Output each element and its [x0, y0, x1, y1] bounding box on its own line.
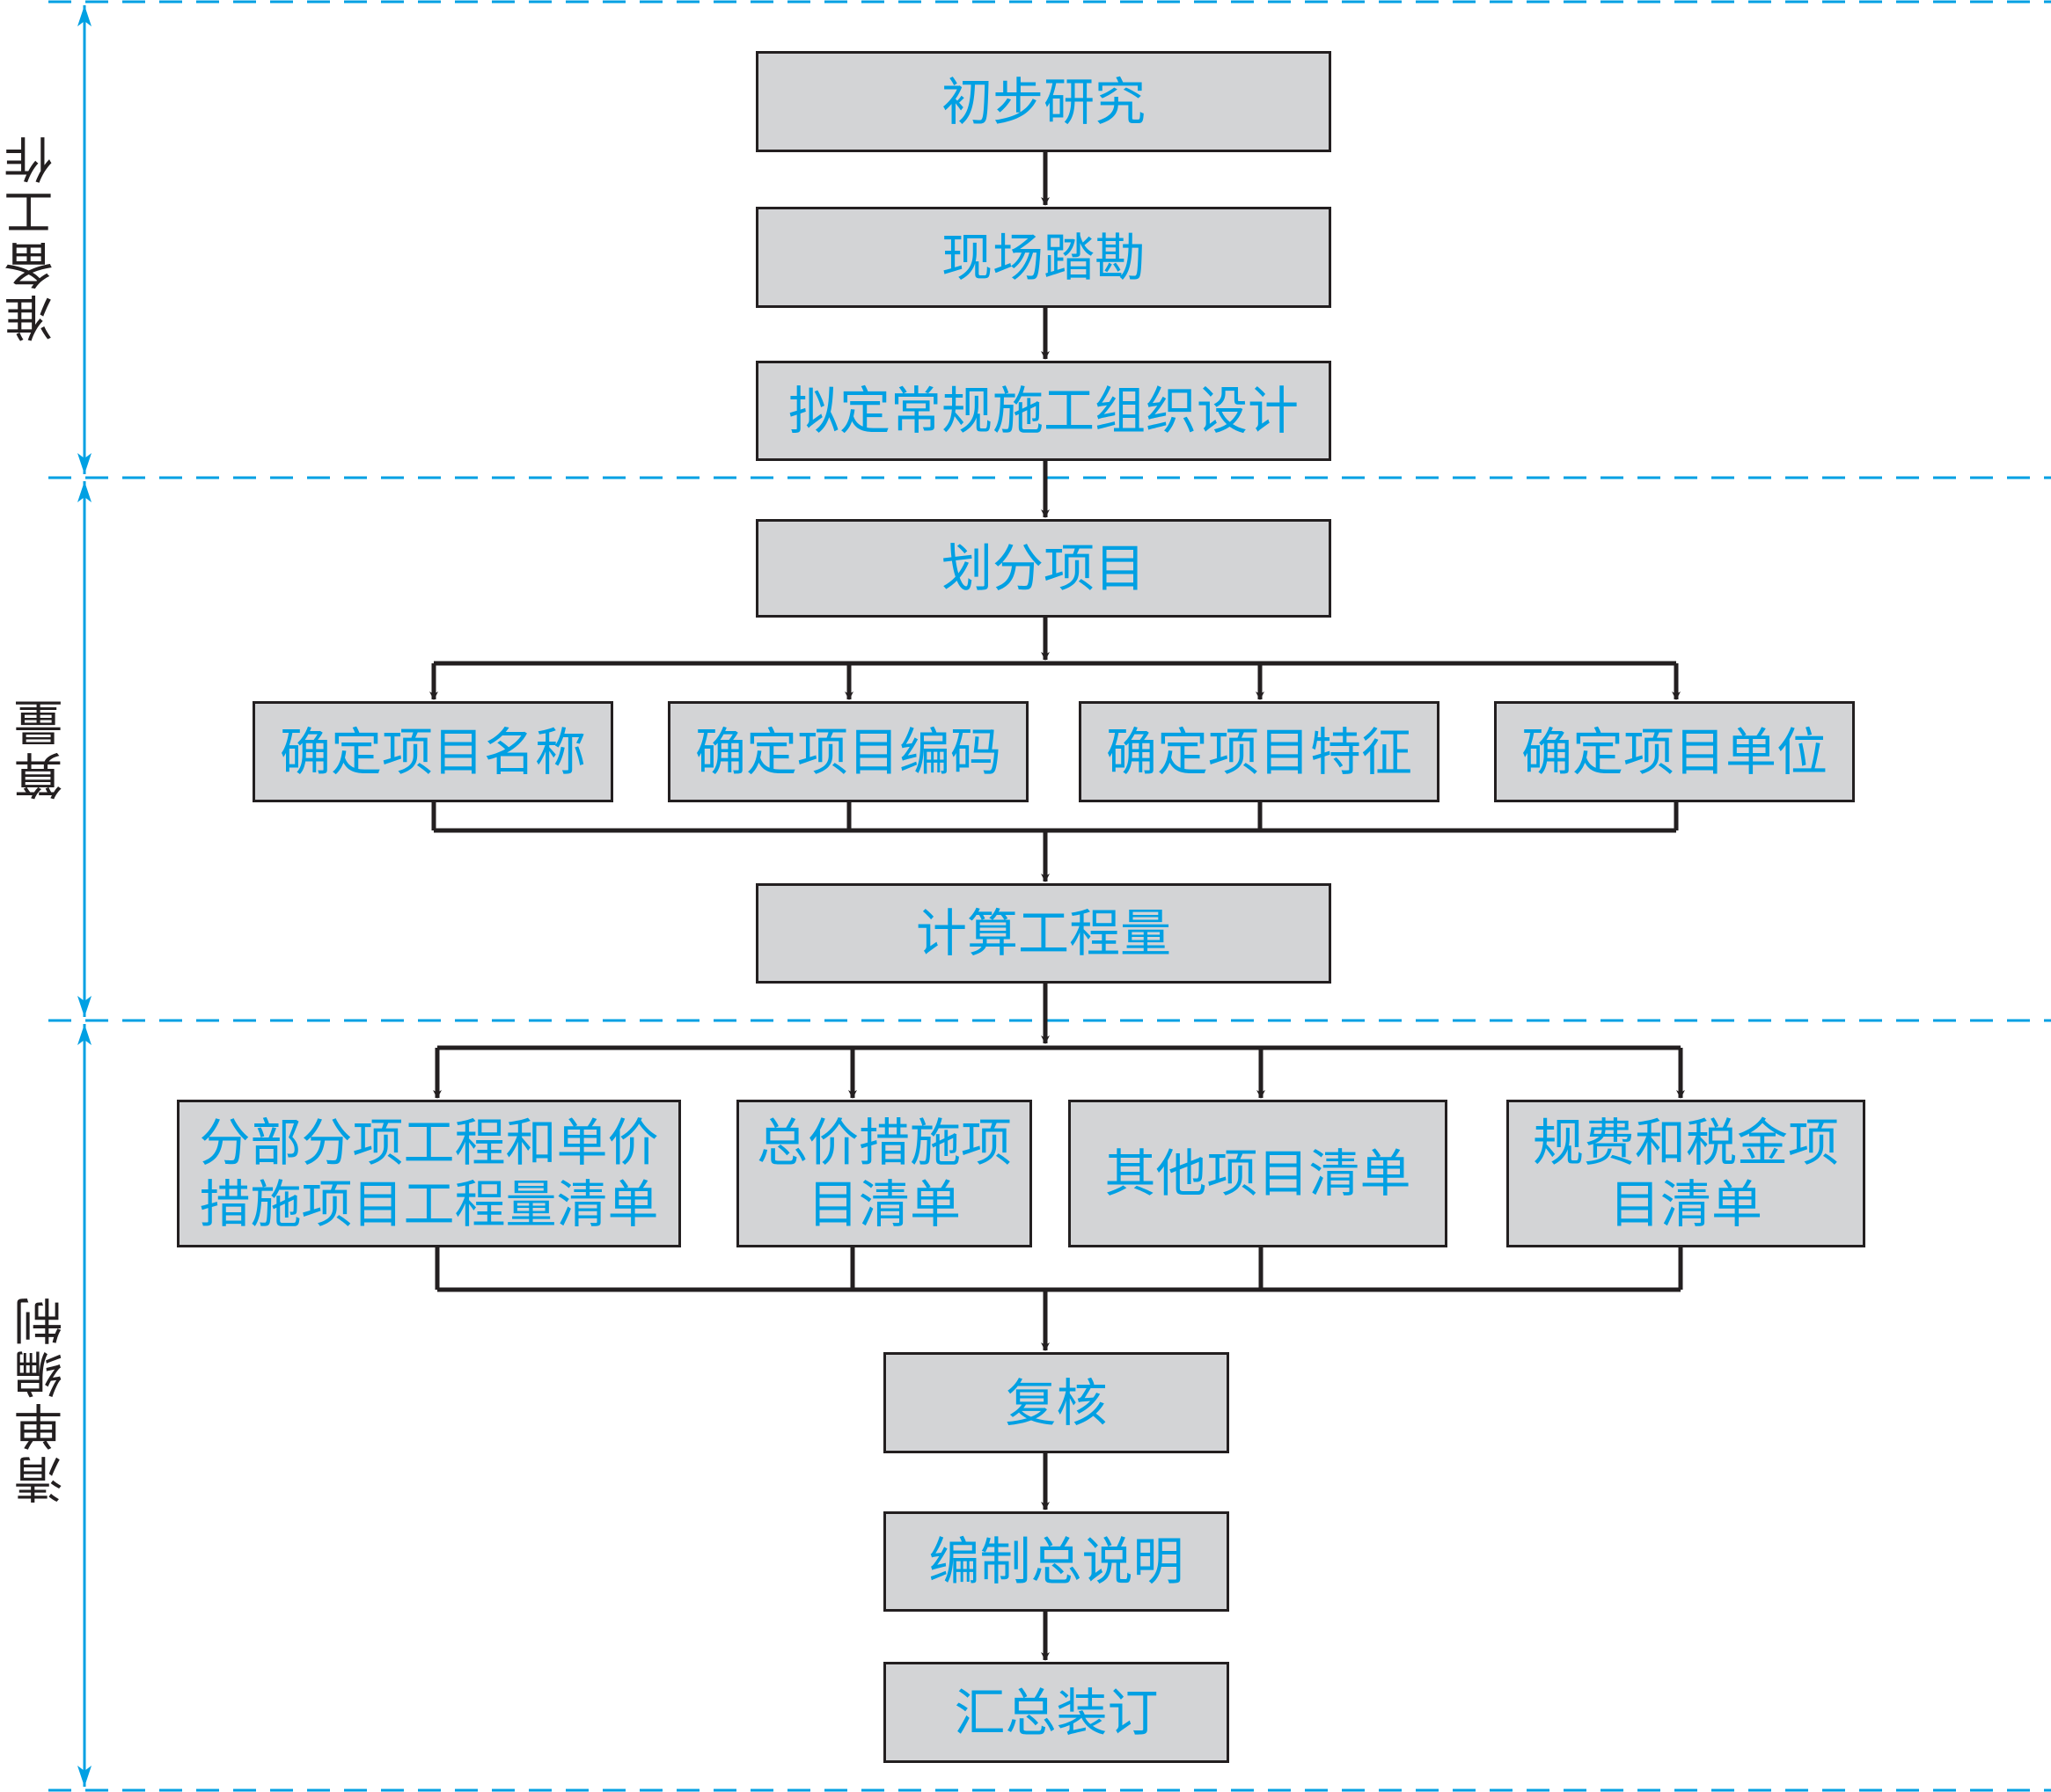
phase-label-list: 清单编制 — [14, 1293, 71, 1504]
step-list-itemized: 分部分项工程和单价 措施项目工程量清单 — [177, 1100, 681, 1247]
step-define-name: 确定项目名称 — [253, 701, 613, 802]
step-list-total-measures: 总价措施项 目清单 — [736, 1100, 1032, 1247]
step-calc-quantities: 计算工程量 — [756, 883, 1331, 984]
phase-label-calc: 算量 — [14, 695, 71, 801]
step-general-notes: 编制总说明 — [883, 1511, 1229, 1612]
step-list-other-items: 其他项目清单 — [1068, 1100, 1447, 1247]
flow-connectors — [429, 152, 1685, 1661]
step-define-code: 确定项目编码 — [668, 701, 1029, 802]
phase-span-arrowheads — [77, 5, 92, 1787]
step-define-unit: 确定项目单位 — [1494, 701, 1855, 802]
step-list-fees-taxes: 规费和税金项 目清单 — [1506, 1100, 1865, 1247]
step-compile-bind: 汇总装订 — [883, 1662, 1229, 1763]
phase-label-prep: 准备工作 — [4, 132, 62, 343]
step-define-feature: 确定项目特征 — [1079, 701, 1439, 802]
step-review: 复核 — [883, 1352, 1229, 1453]
step-site-survey: 现场踏勘 — [756, 207, 1331, 308]
step-divide-items: 划分项目 — [756, 519, 1331, 618]
step-initial-research: 初步研究 — [756, 51, 1331, 152]
step-draft-construction-design: 拟定常规施工组织设计 — [756, 361, 1331, 461]
